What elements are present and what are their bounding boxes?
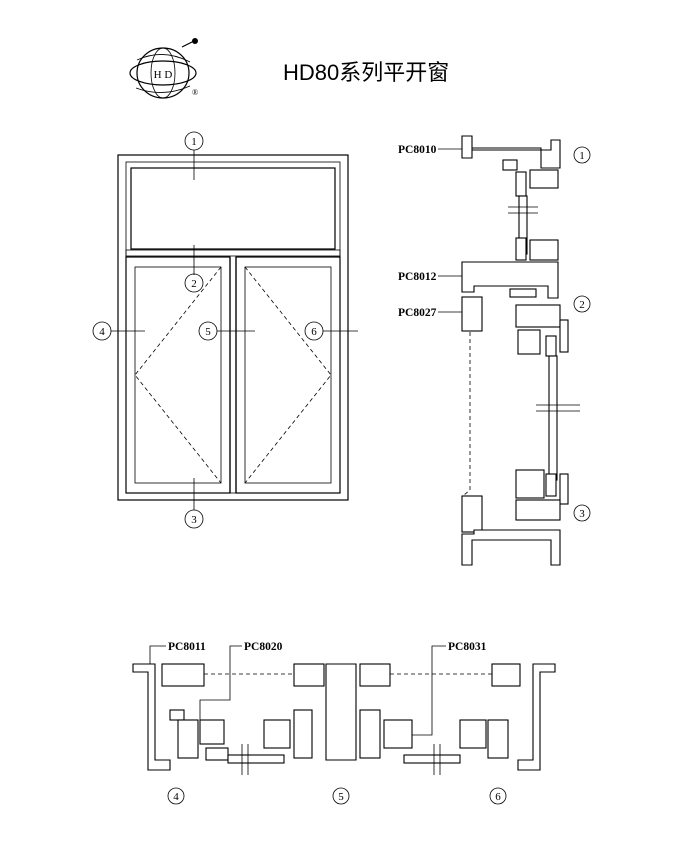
logo-letters: H D <box>154 69 173 81</box>
svg-text:1: 1 <box>191 136 197 148</box>
section-marker-5: 5 <box>332 787 350 805</box>
marker-6: 6 <box>304 321 324 341</box>
svg-text:3: 3 <box>579 508 585 520</box>
svg-text:6: 6 <box>311 326 317 338</box>
logo-registered-mark: ® <box>192 88 198 97</box>
section-marker-4: 4 <box>167 787 185 805</box>
profile-label-pc8011: PC8011 <box>168 641 206 653</box>
vertical-section <box>461 135 580 566</box>
profile-label-pc8010: PC8010 <box>398 144 437 156</box>
section-marker-2: 2 <box>573 295 591 313</box>
drawing-title: HD80系列平开窗 <box>283 60 449 85</box>
svg-text:5: 5 <box>338 791 344 803</box>
marker-4: 4 <box>92 321 112 341</box>
svg-text:4: 4 <box>173 791 179 803</box>
svg-text:6: 6 <box>495 791 501 803</box>
marker-1: 1 <box>184 131 204 151</box>
profile-label-pc8027: PC8027 <box>398 307 437 319</box>
section-marker-3: 3 <box>573 504 591 522</box>
profile-label-pc8012: PC8012 <box>398 271 437 283</box>
section-marker-1: 1 <box>573 146 591 164</box>
company-logo: H D ® <box>129 38 198 99</box>
svg-text:3: 3 <box>191 514 197 526</box>
marker-5: 5 <box>198 321 218 341</box>
profile-label-pc8020: PC8020 <box>244 641 283 653</box>
marker-3: 3 <box>184 509 204 529</box>
svg-text:5: 5 <box>205 326 211 338</box>
marker-2: 2 <box>184 273 204 293</box>
svg-text:2: 2 <box>579 299 585 311</box>
svg-text:4: 4 <box>99 326 105 338</box>
window-elevation <box>117 154 349 501</box>
svg-text:2: 2 <box>191 278 197 290</box>
section-marker-6: 6 <box>489 787 507 805</box>
svg-text:1: 1 <box>579 150 585 162</box>
horizontal-section <box>132 663 556 775</box>
profile-label-pc8031: PC8031 <box>448 641 487 653</box>
